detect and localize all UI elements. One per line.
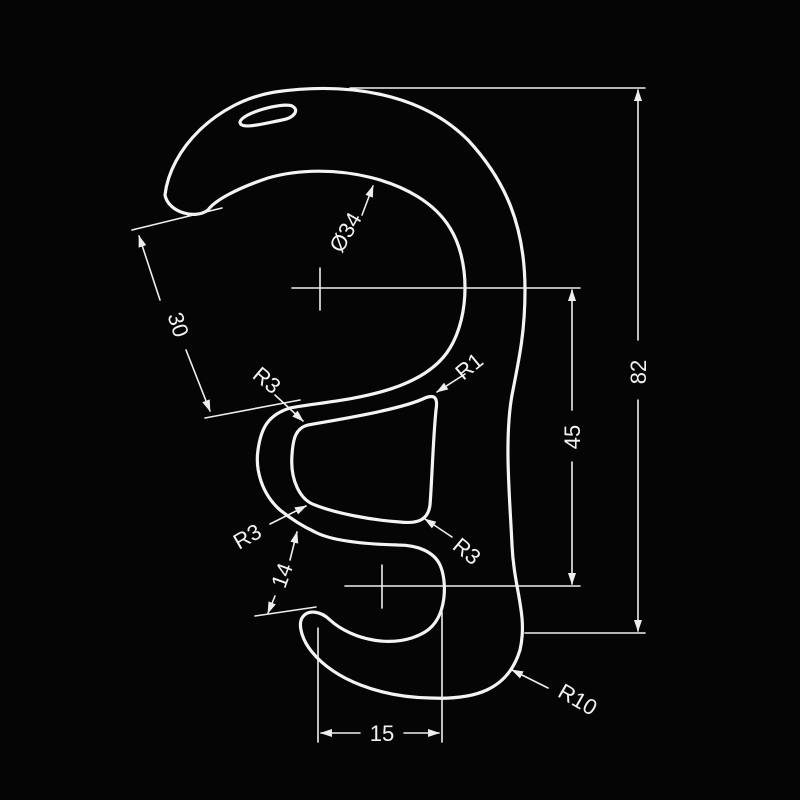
dim-text-82: 82 [626,360,651,384]
dimension-14: 14 [254,531,317,617]
dim-text-30: 30 [162,309,193,340]
dim-line-14-up [289,531,299,561]
inner-window [290,394,439,525]
dim-text-dia-34: Ø34 [324,208,366,257]
dim-text-r3-left: R3 [229,519,266,555]
radius-r10: R10 [511,669,601,721]
leader-r3-top [274,394,304,422]
dim-text-15: 15 [370,721,394,746]
ext-line-30-top [131,207,223,231]
dimension-15: 15 [317,611,443,746]
dim-line-30-up [138,235,161,301]
radius-r3-left: R3 [229,505,307,555]
leader-r3-right [424,518,453,538]
dim-text-14: 14 [266,560,298,592]
dim-text-45: 45 [560,425,585,449]
radius-r3-right: R3 [424,518,486,570]
dim-text-r3-top: R3 [248,362,286,399]
dim-text-r10: R10 [554,679,601,721]
center-marks [291,267,581,609]
leader-r1 [436,373,466,393]
ext-line-14 [254,606,317,617]
dimension-82: 82 [349,87,651,634]
leader-dia-34 [361,185,374,216]
radius-r3-top: R3 [248,362,304,422]
leader-r10 [511,669,549,689]
dim-line-14-down [267,595,276,614]
dim-text-r3-right: R3 [448,533,486,570]
top-slot [238,103,298,128]
dimension-dia-34: Ø34 [324,185,374,257]
leader-r3-left [269,505,307,525]
hook-outline [163,86,527,700]
outer-contour [163,86,527,700]
dimension-45: 45 [560,289,585,585]
dim-line-30-down [185,349,211,412]
